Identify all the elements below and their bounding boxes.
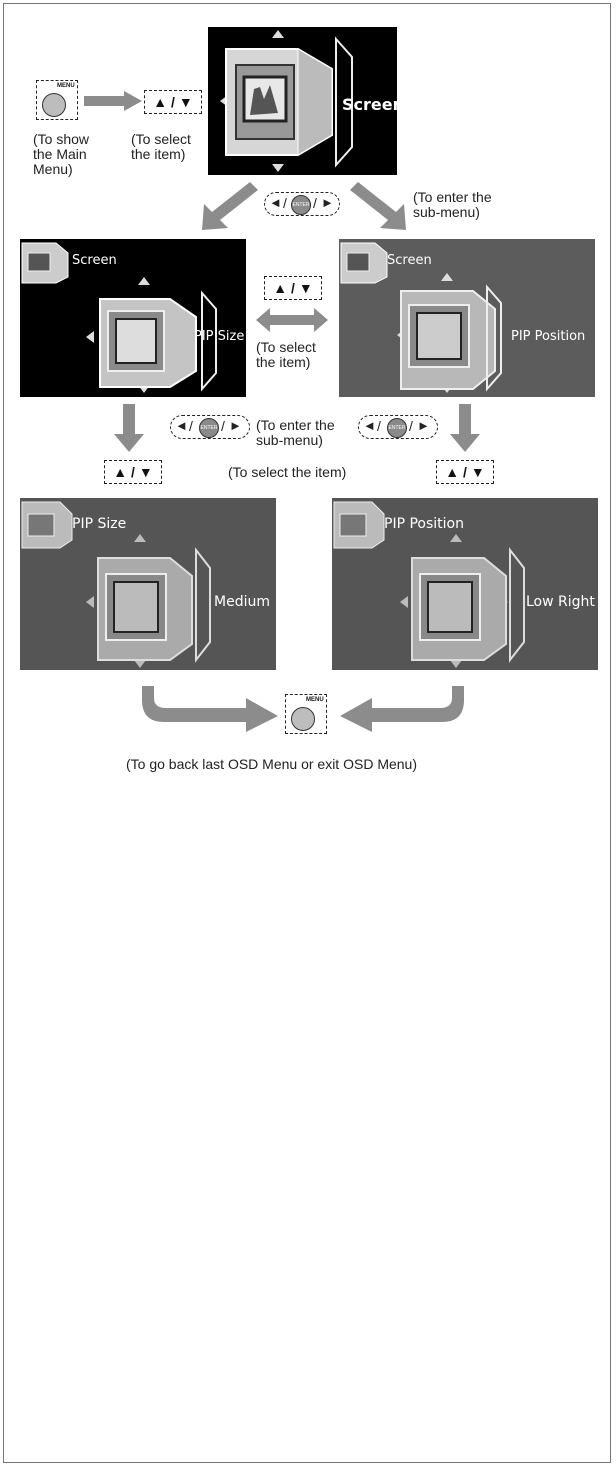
osd-main-item: Screen [342, 95, 397, 114]
enter-button-icon: ENTER [387, 418, 407, 438]
up-down-symbol: ▲ / ▼ [153, 94, 192, 110]
osd-main-screen: Screen [208, 27, 397, 175]
slash-text: / [283, 195, 287, 211]
caption-show-main-menu: (To show the Main Menu) [33, 132, 89, 177]
caption-select-item-top: (To select the item) [131, 132, 191, 162]
right-arrow-icon: ► [321, 195, 334, 210]
up-down-key-right[interactable]: ▲ / ▼ [436, 460, 494, 484]
up-down-symbol: ▲ / ▼ [445, 464, 484, 480]
menu-key-label: MENU [57, 83, 75, 89]
enter-button-icon: ENTER [199, 418, 219, 438]
osd-pip-position-value: PIP Position Low Right [332, 498, 598, 670]
right-arrow-icon: ► [229, 418, 242, 433]
up-down-symbol: ▲ / ▼ [273, 280, 312, 296]
enter-key-left[interactable]: ◄ / ENTER / ► [170, 415, 250, 439]
arrow-down-right [450, 404, 480, 452]
left-arrow-icon: ◄ [363, 418, 376, 433]
caption-go-back: (To go back last OSD Menu or exit OSD Me… [126, 756, 417, 772]
menu-button-icon [42, 93, 66, 117]
osd-value-label: Medium [214, 594, 270, 610]
slash-text: / [221, 418, 225, 434]
enter-key-top[interactable]: ◄ / ENTER / ► [264, 192, 340, 216]
osd-pip-size-value: PIP Size Medium [20, 498, 276, 670]
arrow-curve-left [136, 686, 282, 732]
up-down-symbol: ▲ / ▼ [113, 464, 152, 480]
pip-size-cube-icon [20, 239, 246, 397]
enter-key-right[interactable]: ◄ / ENTER / ► [358, 415, 438, 439]
arrow-diag-left [200, 182, 260, 232]
caption-select-item-mid: (To select the item) [256, 340, 316, 370]
slash-text: / [313, 195, 317, 211]
enter-button-icon: ENTER [291, 195, 311, 215]
right-arrow-icon: ► [417, 418, 430, 433]
up-down-key-mid[interactable]: ▲ / ▼ [264, 276, 322, 300]
arrow-curve-right [336, 686, 470, 732]
pip-position-cube-icon [339, 239, 595, 397]
osd-pip-size-menu: Screen PIP Size [20, 239, 246, 397]
pip-position-value-cube-icon [332, 498, 598, 670]
menu-key-bottom[interactable]: MENU [285, 694, 327, 734]
osd-value-label: Low Right [526, 594, 595, 610]
menu-key[interactable]: MENU [36, 80, 78, 120]
enter-label: ENTER [201, 425, 218, 431]
caption-enter-submenu-mid: (To enter the sub-menu) [256, 418, 335, 448]
up-down-key-left[interactable]: ▲ / ▼ [104, 460, 162, 484]
arrow-down-left [114, 404, 144, 452]
enter-label: ENTER [389, 425, 406, 431]
arrow-diag-right [350, 182, 410, 232]
slash-text: / [409, 418, 413, 434]
osd-item-label: PIP Size [194, 329, 244, 344]
enter-label: ENTER [293, 202, 310, 208]
arrow-menu-to-updown [84, 91, 144, 111]
menu-key-label: MENU [306, 697, 324, 703]
menu-button-icon [291, 707, 315, 731]
left-arrow-icon: ◄ [175, 418, 188, 433]
slash-text: / [377, 418, 381, 434]
left-arrow-icon: ◄ [269, 195, 282, 210]
osd-item-label: PIP Position [511, 329, 585, 344]
osd-pip-position-menu: Screen PIP Position [339, 239, 595, 397]
arrow-double-horizontal [256, 308, 328, 332]
pip-size-value-cube-icon [20, 498, 276, 670]
slash-text: / [189, 418, 193, 434]
caption-select-item-row: (To select the item) [228, 464, 346, 480]
caption-enter-submenu-top: (To enter the sub-menu) [413, 190, 492, 220]
up-down-key-top[interactable]: ▲ / ▼ [144, 90, 202, 114]
